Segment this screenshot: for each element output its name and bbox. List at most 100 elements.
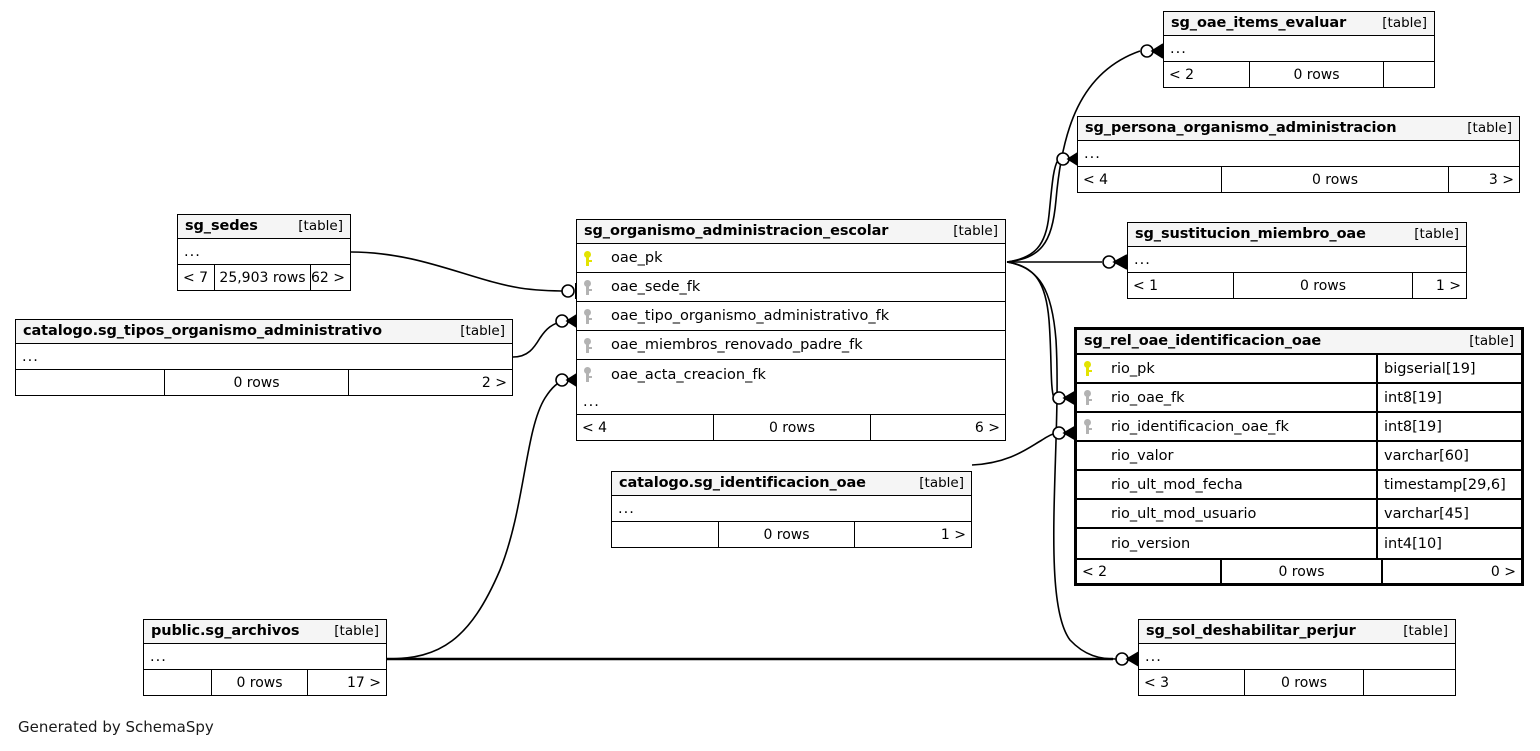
footer-parent-count: < 2 [1082, 563, 1108, 580]
footer-row-count: 0 rows [1233, 273, 1413, 298]
footer-row-count: 0 rows [713, 415, 871, 440]
table-sg-organismo-administracion-escolar[interactable]: sg_organismo_administracion_escolar [tab… [576, 219, 1006, 441]
table-header: sg_rel_oae_identificacion_oae [table] [1077, 330, 1521, 355]
table-public-sg-archivos[interactable]: public.sg_archivos [table] ... 0 rows 17… [143, 619, 387, 696]
table-tag: [table] [1469, 333, 1514, 349]
table-footer: < 3 0 rows [1139, 670, 1455, 695]
footer-row-count: 25,903 rows [214, 265, 311, 290]
footer-parent-count [612, 522, 718, 547]
table-row[interactable]: oae_pk [577, 244, 1005, 273]
table-row[interactable]: oae_miembros_renovado_padre_fk [577, 331, 1005, 360]
column-type: int8[19] [1376, 413, 1521, 440]
table-row[interactable]: rio_oae_fk int8[19] [1077, 384, 1521, 413]
table-ellipsis-row: ... [144, 644, 386, 670]
column-name-cell: rio_valor [1077, 442, 1376, 469]
table-name: catalogo.sg_tipos_organismo_administrati… [23, 323, 382, 339]
table-sg-sol-deshabilitar-perjur[interactable]: sg_sol_deshabilitar_perjur [table] ... <… [1138, 619, 1456, 696]
column-type: varchar[60] [1376, 442, 1521, 469]
table-sg-sedes[interactable]: sg_sedes [table] ... < 7 25,903 rows 62 … [177, 214, 351, 291]
table-row[interactable]: oae_tipo_organismo_administrativo_fk [577, 302, 1005, 331]
column-name: rio_ult_mod_usuario [1111, 505, 1257, 522]
footer-row-count: 0 rows [211, 670, 308, 695]
table-header: public.sg_archivos [table] [144, 620, 386, 644]
column-name: oae_pk [611, 250, 663, 266]
edge-oae-to-rel-identificacion [1006, 261, 1055, 399]
table-ellipsis-row: ... [612, 496, 971, 522]
table-row[interactable]: rio_pk bigserial[19] [1077, 355, 1521, 384]
table-row[interactable]: rio_valor varchar[60] [1077, 442, 1521, 471]
column-name: oae_tipo_organismo_administrativo_fk [611, 308, 890, 324]
table-catalogo-sg-tipos-organismo-administrativo[interactable]: catalogo.sg_tipos_organismo_administrati… [15, 319, 513, 396]
footer-parent-count [144, 670, 211, 695]
foreign-key-icon [1084, 419, 1095, 434]
table-row[interactable]: rio_ult_mod_usuario varchar[45] [1077, 500, 1521, 529]
column-type: bigserial[19] [1376, 355, 1521, 382]
table-sg-persona-organismo-administracion[interactable]: sg_persona_organismo_administracion [tab… [1077, 116, 1520, 193]
footer-child-count [1364, 670, 1455, 695]
table-ellipsis-row: ... [1078, 141, 1519, 167]
footer-parent-count: < 3 [1144, 674, 1170, 691]
table-name: sg_organismo_administracion_escolar [584, 223, 889, 239]
footer-child-count: 0 > [1490, 563, 1516, 580]
footer-child-count: 3 > [1488, 171, 1514, 188]
table-header: sg_persona_organismo_administracion [tab… [1078, 117, 1519, 141]
footer-row-count: 0 rows [1221, 167, 1449, 192]
column-name: oae_sede_fk [611, 279, 701, 295]
primary-key-icon [1084, 361, 1095, 376]
generated-by-credit: Generated by SchemaSpy [18, 718, 214, 736]
column-name: rio_version [1111, 535, 1191, 552]
edge-archivos-to-oae [386, 379, 566, 660]
column-list: rio_pk bigserial[19] rio_oae_fk int8[19]… [1077, 355, 1521, 558]
table-sg-oae-items-evaluar[interactable]: sg_oae_items_evaluar [table] ... < 2 0 r… [1163, 11, 1435, 88]
table-name: sg_sedes [185, 218, 258, 234]
column-type: varchar[45] [1376, 500, 1521, 527]
edge-sedes-to-oae [350, 251, 569, 292]
footer-parent-count: < 7 [183, 269, 209, 286]
footer-row-count: 0 rows [1249, 62, 1384, 87]
table-footer: < 4 0 rows 3 > [1078, 167, 1519, 192]
column-list: oae_pk oae_sede_fk oae_tipo_organismo_ad… [577, 244, 1005, 389]
footer-row-count: 0 rows [1244, 670, 1364, 695]
column-name: rio_oae_fk [1111, 389, 1185, 406]
no-key-icon [1084, 448, 1095, 463]
primary-key-icon [584, 250, 595, 266]
footer-row-count: 0 rows [718, 522, 855, 547]
table-row[interactable]: rio_identificacion_oae_fk int8[19] [1077, 413, 1521, 442]
table-tag: [table] [1403, 623, 1448, 639]
column-name-cell: rio_oae_fk [1077, 384, 1376, 411]
table-header: sg_sustitucion_miembro_oae [table] [1128, 223, 1466, 247]
table-row[interactable]: rio_ult_mod_fecha timestamp[29,6] [1077, 471, 1521, 500]
column-name-cell: rio_pk [1077, 355, 1376, 382]
table-ellipsis-row: ... [16, 344, 512, 370]
foreign-key-icon [584, 279, 595, 295]
column-type: timestamp[29,6] [1376, 471, 1521, 498]
column-name-cell: oae_tipo_organismo_administrativo_fk [577, 302, 1005, 330]
column-name-cell: rio_version [1077, 529, 1376, 558]
table-catalogo-sg-identificacion-oae[interactable]: catalogo.sg_identificacion_oae [table] .… [611, 471, 972, 548]
column-type: int4[10] [1376, 529, 1521, 558]
table-header: sg_organismo_administracion_escolar [tab… [577, 220, 1005, 244]
table-ellipsis-row: ... [577, 389, 1005, 415]
table-tag: [table] [919, 475, 964, 491]
table-sg-sustitucion-miembro-oae[interactable]: sg_sustitucion_miembro_oae [table] ... <… [1127, 222, 1467, 299]
table-footer: < 1 0 rows 1 > [1128, 273, 1466, 298]
footer-child-count: 17 > [347, 674, 381, 691]
table-ellipsis-row: ... [1128, 247, 1466, 273]
table-footer: 0 rows 1 > [612, 522, 971, 547]
table-row[interactable]: oae_sede_fk [577, 273, 1005, 302]
column-name: rio_pk [1111, 360, 1155, 377]
table-row[interactable]: oae_acta_creacion_fk [577, 360, 1005, 389]
foreign-key-icon [584, 308, 595, 324]
edge-oae-to-persona-organismo [1006, 159, 1059, 263]
table-footer: 0 rows 17 > [144, 670, 386, 695]
table-name: sg_rel_oae_identificacion_oae [1084, 333, 1322, 349]
table-footer: < 2 0 rows [1164, 62, 1434, 87]
table-row[interactable]: rio_version int4[10] [1077, 529, 1521, 558]
column-name-cell: rio_ult_mod_usuario [1077, 500, 1376, 527]
table-name: catalogo.sg_identificacion_oae [619, 475, 866, 491]
footer-parent-count: < 4 [1083, 171, 1109, 188]
table-sg-rel-oae-identificacion-oae[interactable]: sg_rel_oae_identificacion_oae [table] ri… [1074, 327, 1524, 586]
table-header: catalogo.sg_tipos_organismo_administrati… [16, 320, 512, 344]
table-header: sg_oae_items_evaluar [table] [1164, 12, 1434, 36]
footer-child-count: 6 > [974, 419, 1000, 436]
